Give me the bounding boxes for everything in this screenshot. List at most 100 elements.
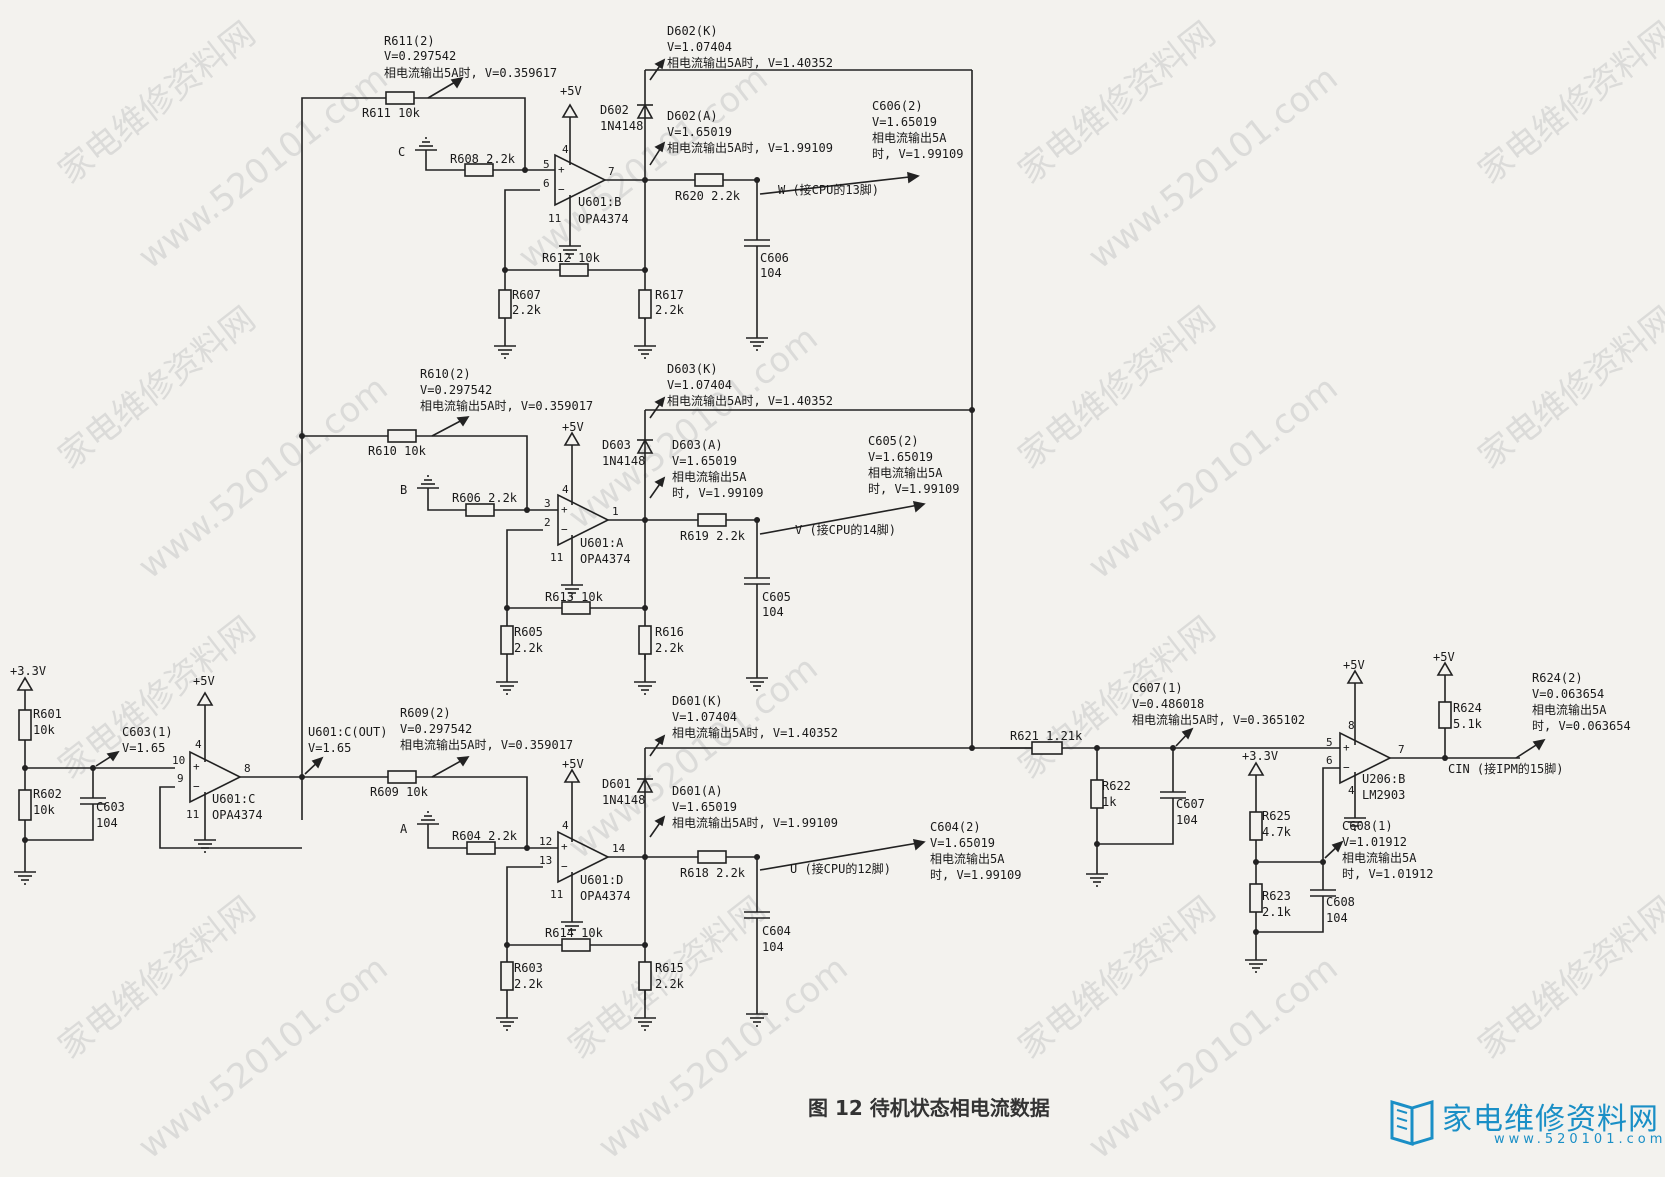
label-r610: R610 10k xyxy=(368,444,427,458)
wire xyxy=(427,498,558,511)
label-r609-5a: 相电流输出5A时, V=0.359017 xyxy=(400,737,573,752)
label-r625: R625 xyxy=(1262,809,1291,823)
resistor-r608 xyxy=(464,163,494,177)
label-c608: C608 xyxy=(1326,895,1355,909)
label-d603a-probe: D603(A) xyxy=(672,438,723,452)
label-d603: D603 xyxy=(602,438,631,452)
label-r611-5a: 相电流输出5A时, V=0.359617 xyxy=(384,65,557,80)
label-d601a-probe: D601(A) xyxy=(672,784,723,798)
label-c606-v: V=1.65019 xyxy=(872,115,937,129)
svg-text:4: 4 xyxy=(195,738,202,751)
svg-text:4: 4 xyxy=(562,483,569,496)
label-d603a-v: V=1.65019 xyxy=(672,454,737,468)
label-r610-5a: 相电流输出5A时, V=0.359017 xyxy=(420,398,593,413)
watermark-cn: 家电维修资料网 xyxy=(1011,299,1223,477)
label-c608-probe: C608(1) xyxy=(1342,819,1393,833)
svg-text:11: 11 xyxy=(186,808,199,821)
opamp-u601a xyxy=(557,493,610,547)
svg-text:+: + xyxy=(193,760,200,773)
label-r622: R622 xyxy=(1102,779,1131,793)
channel-w: R611(2) V=0.297542 相电流输出5A时, V=0.359617 … xyxy=(301,24,972,820)
label-r623: R623 xyxy=(1262,889,1291,903)
label-r611-probe: R611(2) xyxy=(384,34,435,48)
label-d601: D601 xyxy=(602,777,631,791)
diode-d601 xyxy=(636,777,654,793)
label-d603a-5a1: 相电流输出5A xyxy=(672,469,747,484)
label-r624: R624 xyxy=(1453,701,1482,715)
vcc-symbol xyxy=(197,692,213,720)
probe-arrow xyxy=(759,841,925,871)
brand-logo-block: 家电维修资料网 www.520101.com xyxy=(1388,1092,1662,1152)
vcc-symbol xyxy=(564,769,580,797)
ground-symbol xyxy=(493,335,517,359)
svg-text:−: − xyxy=(558,183,565,196)
brand-url: www.520101.com xyxy=(1494,1132,1665,1147)
ground-symbol xyxy=(416,811,440,835)
label-r614: R614 10k xyxy=(545,926,604,940)
label-r624-val: 5.1k xyxy=(1453,717,1483,731)
capacitor-c606 xyxy=(743,239,771,247)
label-plus33-left: +3.3V xyxy=(10,664,46,678)
vcc-symbol xyxy=(17,677,33,705)
label-plus5: +5V xyxy=(193,674,215,688)
resistor-r620 xyxy=(694,173,724,187)
label-r601-val: 10k xyxy=(33,723,55,737)
resistor-r605 xyxy=(500,625,514,655)
vcc-symbol xyxy=(1248,762,1264,790)
brand-name: 家电维修资料网 xyxy=(1442,1102,1659,1137)
label-d601a-5a: 相电流输出5A时, V=1.99109 xyxy=(672,815,838,830)
label-u206b-part: LM2903 xyxy=(1362,788,1405,802)
wire xyxy=(1256,767,1340,863)
label-d602a-probe: D602(A) xyxy=(667,109,718,123)
label-w-out: W (接CPU的13脚) xyxy=(778,182,879,197)
opamp-u601b xyxy=(554,153,607,207)
label-u601b: U601:B xyxy=(578,195,621,209)
label-r609-v: V=0.297542 xyxy=(400,722,472,736)
resistor-r619 xyxy=(697,513,727,527)
resistor-r616 xyxy=(638,625,652,655)
reference-section: +3.3V R601 10k R602 10k C603 104 C603(1)… xyxy=(10,664,387,885)
label-r605: R605 xyxy=(514,625,543,639)
label-r615: R615 xyxy=(655,961,684,975)
resistor-r610 xyxy=(387,429,417,443)
label-plus5: +5V xyxy=(1433,650,1455,664)
ground-symbol xyxy=(414,137,438,161)
figure-caption: 图 12 待机状态相电流数据 xyxy=(808,1096,1050,1120)
label-c603-val: 104 xyxy=(96,816,118,830)
label-c605-5a1: 相电流输出5A xyxy=(868,465,943,480)
label-r610-v: V=0.297542 xyxy=(420,383,492,397)
label-u601c-part: OPA4374 xyxy=(212,808,263,822)
label-d603k-probe: D603(K) xyxy=(667,362,718,376)
svg-text:4: 4 xyxy=(562,143,569,156)
label-r624-v: V=0.063654 xyxy=(1532,687,1604,701)
label-c607-v: V=0.486018 xyxy=(1132,697,1204,711)
label-c603-v: V=1.65 xyxy=(122,741,165,755)
resistor-r607 xyxy=(498,289,512,319)
resistor-r603 xyxy=(500,961,514,991)
label-d602k-5a: 相电流输出5A时, V=1.40352 xyxy=(667,55,833,70)
label-c606-5a2: 时, V=1.99109 xyxy=(872,147,963,161)
diode-d603 xyxy=(636,438,654,454)
ground-symbol xyxy=(633,335,657,359)
watermark-cn: 家电维修资料网 xyxy=(51,609,263,787)
label-r607-val: 2.2k xyxy=(512,303,542,317)
label-r602-val: 10k xyxy=(33,803,55,817)
opamp-u601c xyxy=(189,750,242,804)
label-r617-val: 2.2k xyxy=(655,303,685,317)
wire xyxy=(427,834,558,849)
comparator-section: R621 1.21k R622 1k C607 104 C607(1) V=0.… xyxy=(1000,650,1631,973)
watermark-cn: 家电维修资料网 xyxy=(1471,889,1665,1067)
svg-text:10: 10 xyxy=(172,754,185,767)
label-d601k-v: V=1.07404 xyxy=(672,710,737,724)
watermark-cn: 家电维修资料网 xyxy=(1471,299,1665,477)
label-d602a-5a: 相电流输出5A时, V=1.99109 xyxy=(667,140,833,155)
label-r617: R617 xyxy=(655,288,684,302)
label-c603-probe: C603(1) xyxy=(122,725,173,739)
svg-text:7: 7 xyxy=(1398,743,1405,756)
label-c604-v: V=1.65019 xyxy=(930,836,995,850)
label-plus5: +5V xyxy=(562,757,584,771)
label-c607-probe: C607(1) xyxy=(1132,681,1183,695)
svg-text:6: 6 xyxy=(1326,754,1333,767)
label-plus33-right: +3.3V xyxy=(1242,749,1278,763)
svg-text:6: 6 xyxy=(543,177,550,190)
